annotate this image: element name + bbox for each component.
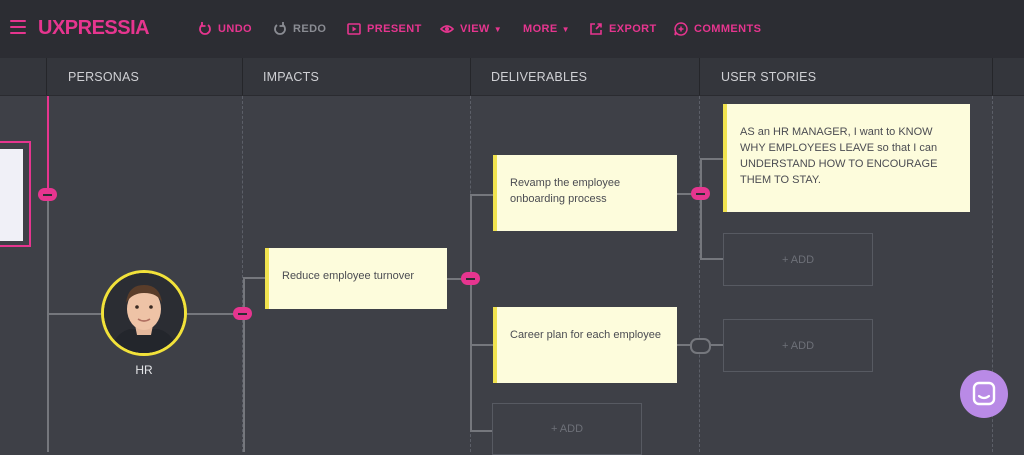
user-story-text: AS an HR MANAGER, I want to KNOW WHY EMP…	[740, 126, 938, 186]
present-button[interactable]: PRESENT	[347, 21, 422, 37]
undo-icon	[199, 22, 211, 35]
user-story-card[interactable]: AS an HR MANAGER, I want to KNOW WHY EMP…	[723, 104, 970, 212]
export-icon	[590, 23, 602, 35]
redo-icon	[274, 22, 286, 35]
tree-connector	[700, 258, 723, 260]
tree-connector	[243, 277, 245, 452]
collapse-toggle[interactable]	[233, 307, 252, 320]
tree-connector	[470, 430, 493, 432]
tree-connector	[470, 194, 493, 196]
column-divider	[992, 58, 993, 95]
eye-icon	[440, 25, 454, 33]
expand-toggle[interactable]	[690, 338, 711, 354]
impact-card[interactable]: Reduce employee turnover	[265, 248, 447, 309]
chevron-down-icon: ▼	[493, 24, 503, 34]
add-deliverable-button[interactable]: + ADD	[492, 403, 642, 455]
deliverable-text: Career plan for each employee	[510, 329, 662, 341]
view-label: VIEW	[460, 23, 490, 35]
column-divider	[242, 58, 243, 95]
view-button[interactable]: VIEW ▼	[440, 21, 502, 37]
impact-map-canvas: HR Reduce employee turnover Revamp the e…	[0, 96, 1024, 455]
tree-connector	[700, 158, 702, 260]
column-guide	[992, 96, 993, 452]
persona-name: HR	[135, 363, 153, 377]
root-connector	[47, 96, 49, 194]
tree-connector	[470, 194, 472, 431]
deliverable-card[interactable]: Career plan for each employee	[493, 307, 677, 383]
column-header-deliverables: DELIVERABLES	[491, 70, 588, 84]
present-icon	[347, 23, 361, 35]
comments-button[interactable]: COMMENTS	[674, 21, 761, 37]
chevron-down-icon: ▼	[561, 24, 570, 34]
chat-launcher-button[interactable]	[960, 370, 1008, 418]
undo-button[interactable]: UNDO	[198, 21, 252, 37]
impact-text: Reduce employee turnover	[282, 270, 415, 282]
column-header-user-stories: USER STORIES	[721, 70, 817, 84]
export-label: EXPORT	[609, 23, 657, 35]
comments-label: COMMENTS	[694, 23, 762, 35]
column-header-impacts: IMPACTS	[263, 70, 320, 84]
deliverable-text: Revamp the employee onboarding process	[510, 177, 621, 205]
tree-connector	[243, 277, 265, 279]
tree-connector	[470, 344, 493, 346]
add-user-story-button[interactable]: + ADD	[723, 319, 873, 372]
tree-connector	[47, 313, 101, 315]
column-header-personas: PERSONAS	[68, 70, 140, 84]
menu-icon[interactable]	[10, 20, 26, 34]
persona-avatar[interactable]	[101, 270, 187, 356]
present-label: PRESENT	[367, 23, 422, 35]
collapse-toggle[interactable]	[461, 272, 480, 285]
add-user-story-button[interactable]: + ADD	[723, 233, 873, 286]
tree-connector	[677, 193, 700, 195]
column-divider	[699, 58, 700, 95]
avatar-photo	[104, 273, 184, 353]
tree-connector	[700, 158, 723, 160]
tree-connector	[187, 313, 243, 315]
column-divider	[46, 58, 47, 95]
deliverable-card[interactable]: Revamp the employee onboarding process	[493, 155, 677, 231]
persona-card[interactable]	[0, 141, 31, 247]
column-header-row: PERSONAS IMPACTS DELIVERABLES USER STORI…	[0, 58, 1024, 96]
top-toolbar: UXPRESSIA UNDO REDO PRESENT VIEW ▼ MORE …	[0, 0, 1024, 58]
redo-button[interactable]: REDO	[273, 21, 326, 37]
more-label: MORE	[523, 23, 558, 35]
export-button[interactable]: EXPORT	[589, 21, 657, 37]
column-divider	[470, 58, 471, 95]
column-guide	[242, 96, 243, 452]
collapse-toggle[interactable]	[691, 187, 710, 200]
redo-label: REDO	[293, 23, 327, 35]
chat-icon	[972, 381, 996, 406]
undo-label: UNDO	[218, 23, 252, 35]
column-guide	[699, 96, 700, 452]
app-logo: UXPRESSIA	[38, 17, 150, 39]
collapse-toggle[interactable]	[38, 188, 57, 201]
tree-connector	[47, 194, 49, 452]
comment-add-icon	[674, 22, 688, 36]
tree-connector	[447, 278, 471, 280]
more-button[interactable]: MORE ▼	[523, 21, 570, 37]
persona-card-body	[0, 149, 23, 241]
